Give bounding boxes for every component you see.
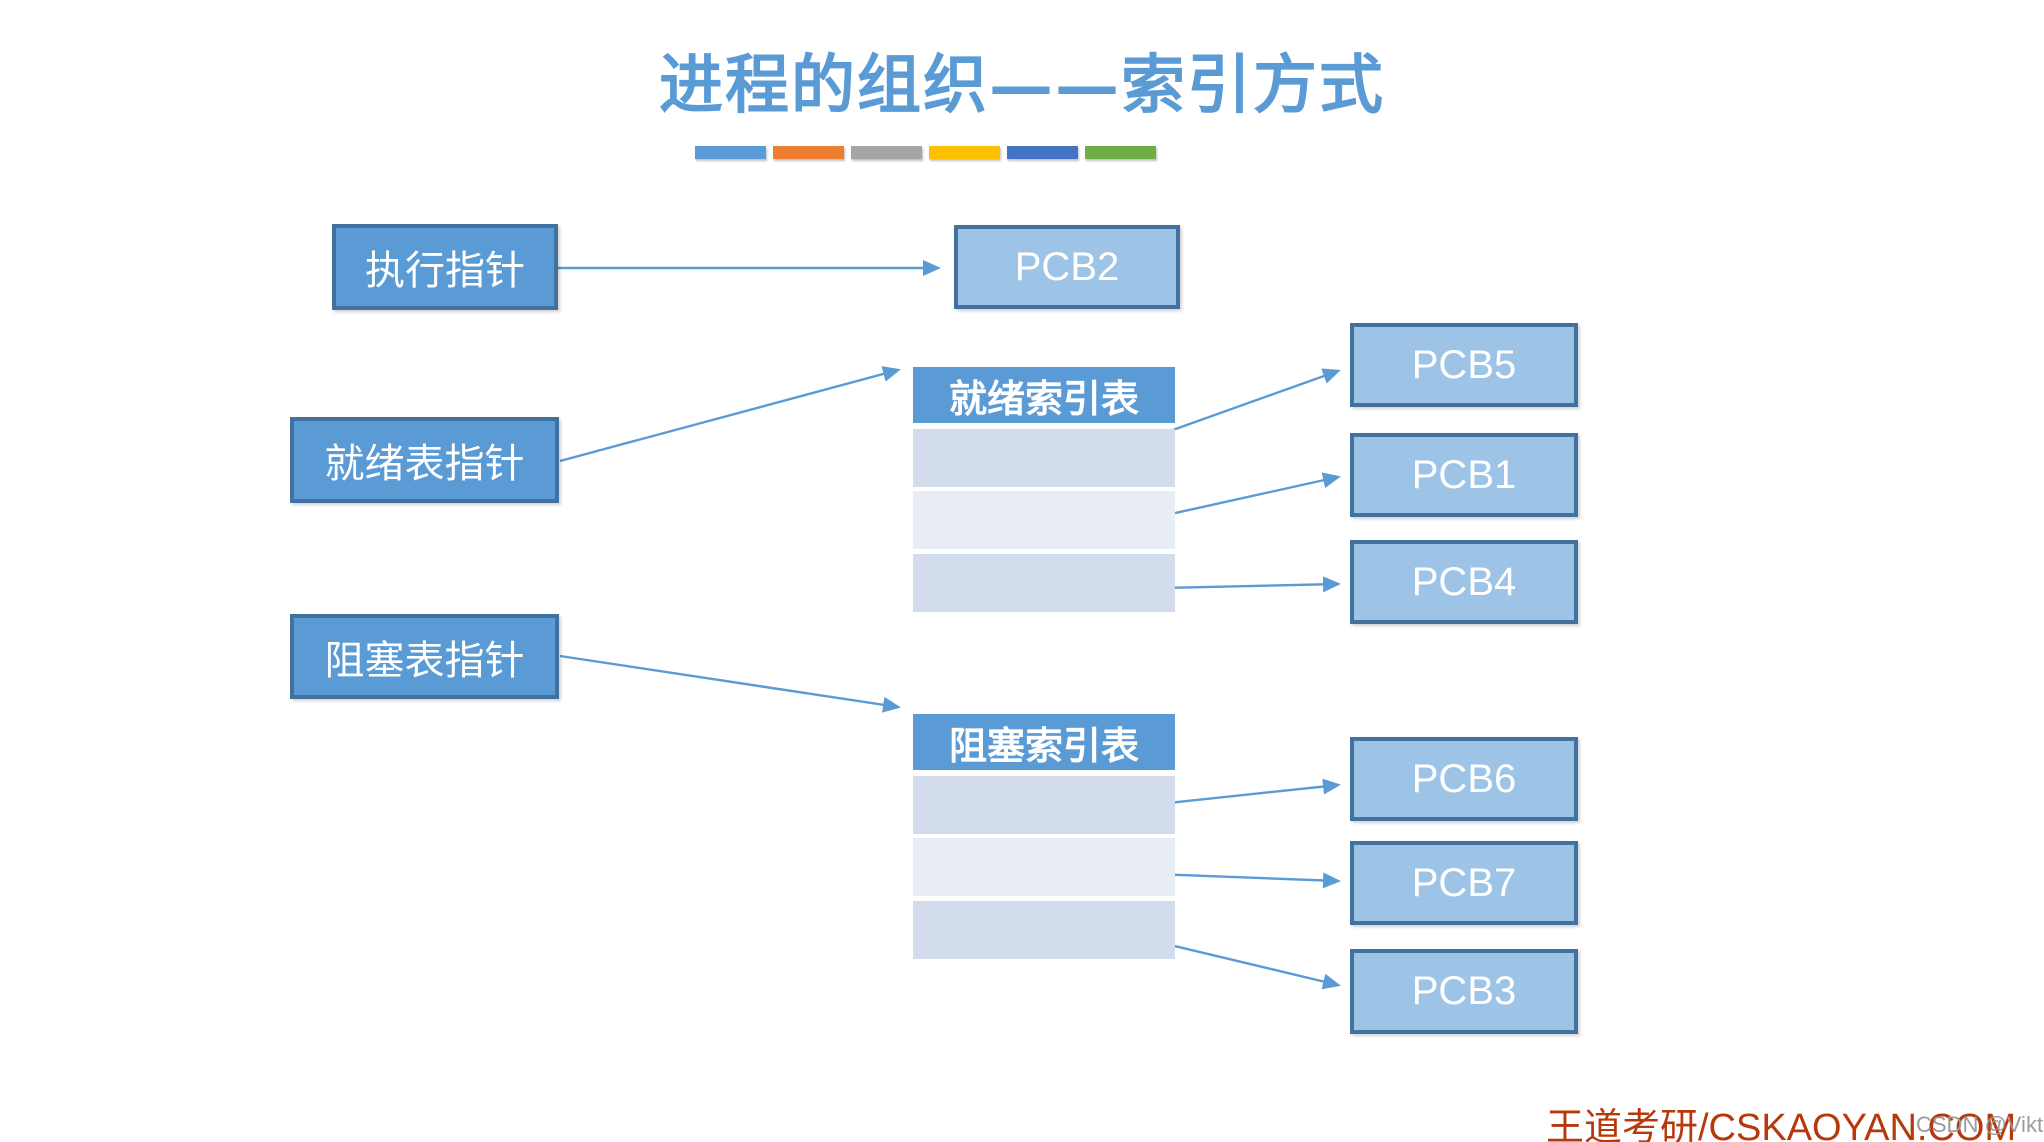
ready-table-row-1 bbox=[913, 429, 1175, 487]
ready-table-row-2 bbox=[913, 491, 1175, 549]
pcb7-label: PCB7 bbox=[1411, 860, 1517, 905]
exec-pointer-box: 执行指针 bbox=[332, 224, 558, 310]
accent-bar-6 bbox=[1085, 146, 1156, 159]
blocked-index-table-title: 阻塞索引表 bbox=[948, 722, 1139, 768]
pcb1-box: PCB1 bbox=[1350, 433, 1578, 517]
pcb1-label: PCB1 bbox=[1411, 452, 1517, 497]
ready-pointer-label: 就绪表指针 bbox=[324, 441, 525, 487]
pcb4-label: PCB4 bbox=[1411, 559, 1517, 604]
accent-bars bbox=[695, 146, 1156, 159]
blocked-pointer-box: 阻塞表指针 bbox=[290, 614, 559, 699]
arrow-ready-to-ready-table bbox=[559, 366, 901, 463]
brand-text: 王道考研/CSKAOYAN.COM bbox=[1546, 1107, 2017, 1142]
blocked-index-table-header: 阻塞索引表 bbox=[913, 714, 1175, 770]
pcb7-box: PCB7 bbox=[1350, 841, 1578, 925]
blocked-index-table: 阻塞索引表 bbox=[913, 714, 1175, 959]
blocked-table-row-1 bbox=[913, 776, 1175, 834]
blocked-table-row-3 bbox=[913, 901, 1175, 959]
accent-bar-2 bbox=[773, 146, 844, 159]
accent-bar-1 bbox=[695, 146, 766, 159]
accent-bar-5 bbox=[1007, 146, 1078, 159]
ready-index-table: 就绪索引表 bbox=[913, 367, 1175, 612]
blocked-pointer-label: 阻塞表指针 bbox=[324, 637, 525, 684]
pcb3-box: PCB3 bbox=[1350, 949, 1578, 1034]
accent-bar-4 bbox=[929, 146, 1000, 159]
ready-table-row-3 bbox=[913, 554, 1175, 612]
pcb4-box: PCB4 bbox=[1350, 540, 1578, 624]
pcb2-box: PCB2 bbox=[954, 225, 1180, 309]
accent-bar-3 bbox=[851, 146, 922, 159]
pcb6-box: PCB6 bbox=[1350, 737, 1578, 821]
ready-pointer-box: 就绪表指针 bbox=[290, 417, 559, 503]
pcb3-label: PCB3 bbox=[1411, 969, 1517, 1013]
ready-index-table-title: 就绪索引表 bbox=[948, 375, 1139, 421]
ready-index-table-header: 就绪索引表 bbox=[913, 367, 1175, 423]
pcb5-box: PCB5 bbox=[1350, 323, 1578, 407]
blocked-table-row-2 bbox=[913, 838, 1175, 896]
exec-pointer-label: 执行指针 bbox=[365, 248, 525, 294]
watermark-text: CSDN @Viktoriae bbox=[1916, 1112, 2044, 1137]
pcb6-label: PCB6 bbox=[1411, 756, 1517, 801]
pcb5-label: PCB5 bbox=[1411, 342, 1517, 387]
arrow-blocked-to-blocked-table bbox=[559, 654, 901, 713]
pcb2-label: PCB2 bbox=[1014, 244, 1120, 289]
page-title: 进程的组织——索引方式 bbox=[659, 48, 1385, 123]
